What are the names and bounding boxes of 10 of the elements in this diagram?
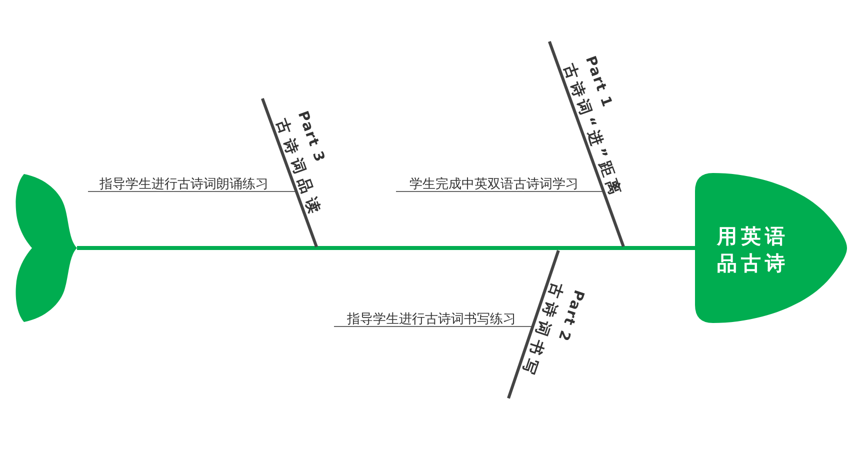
cause-label: 指导学生进行古诗词书写练习 xyxy=(347,311,516,329)
cause-label: 指导学生进行古诗词朗诵练习 xyxy=(100,176,268,194)
sub-branch-line xyxy=(334,326,534,327)
cause-label: 学生完成中英双语古诗词学习 xyxy=(410,176,578,194)
sub-branch-line xyxy=(88,191,297,192)
spine-line xyxy=(77,246,695,250)
fish-head xyxy=(695,173,847,323)
sub-branch-line xyxy=(396,191,604,192)
fish-tail xyxy=(15,172,78,324)
head-title: 用英语品古诗 xyxy=(717,223,790,277)
